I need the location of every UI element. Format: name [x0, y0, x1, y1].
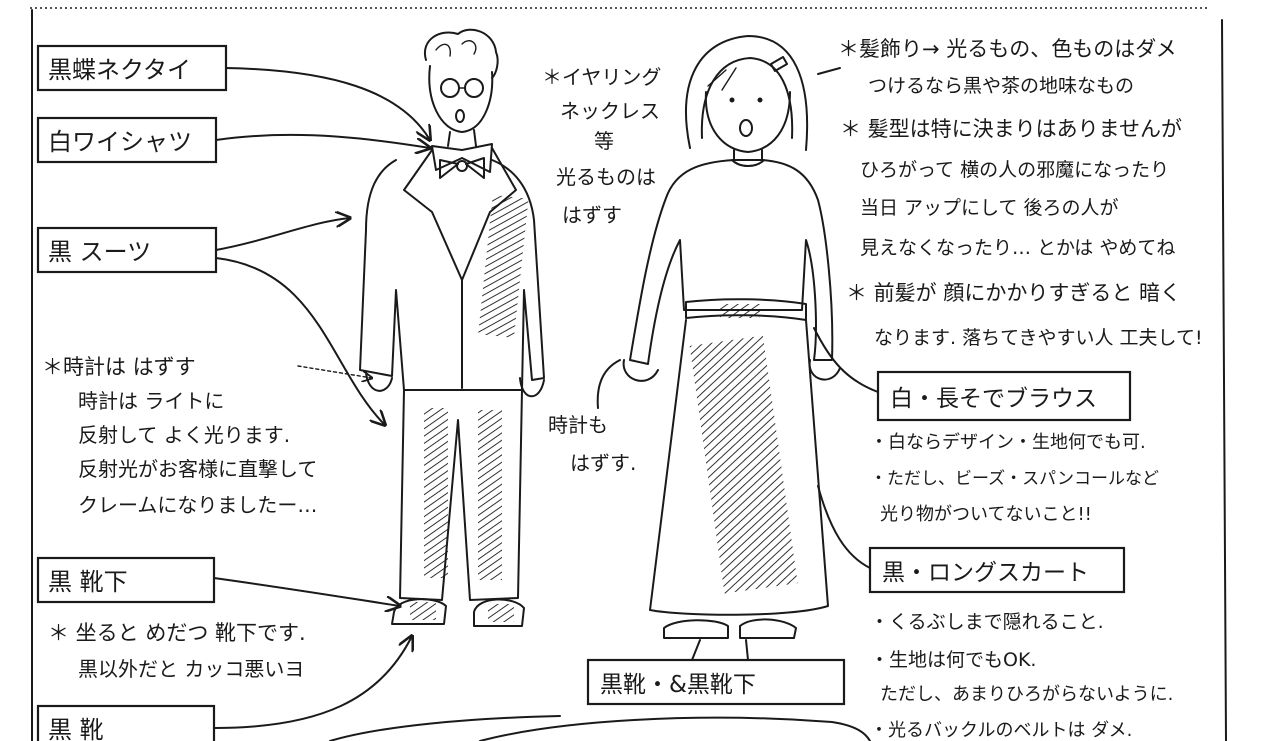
- svg-text:つけるなら黒や茶の地味なもの: つけるなら黒や茶の地味なもの: [868, 75, 1134, 97]
- svg-text:はずす.: はずす.: [570, 451, 636, 475]
- svg-text:はずす: はずす: [562, 203, 622, 227]
- svg-text:反射して よく光ります.: 反射して よく光ります.: [78, 423, 290, 447]
- woman-figure: [622, 35, 841, 639]
- svg-text:黒・ロングスカート: 黒・ロングスカート: [882, 560, 1089, 586]
- svg-text:＊ 前髪が 顔にかかりすぎると 暗く: ＊ 前髪が 顔にかかりすぎると 暗く: [846, 281, 1181, 305]
- svg-text:黒 靴: 黒 靴: [48, 716, 104, 741]
- bottom-curve-left: [329, 715, 561, 741]
- svg-text:光り物がついてないこと!!: 光り物がついてないこと!!: [880, 504, 1092, 525]
- svg-text:・ただし、ビーズ・スパンコールなど: ・ただし、ビーズ・スパンコールなど: [870, 469, 1159, 489]
- svg-text:黒蝶ネクタイ: 黒蝶ネクタイ: [48, 56, 191, 84]
- svg-text:＊イヤリング: ＊イヤリング: [542, 65, 661, 89]
- svg-text:ネックレス: ネックレス: [560, 99, 660, 123]
- svg-text:・くるぶしまで隠れること.: ・くるぶしまで隠れること.: [870, 611, 1104, 633]
- svg-text:クレームになりましたー…: クレームになりましたー…: [78, 493, 317, 517]
- earrings-note: ＊イヤリング ネックレス 等 光るものは はずす: [542, 65, 661, 227]
- svg-text:反射光がお客様に直撃して: 反射光がお客様に直撃して: [78, 457, 317, 481]
- svg-text:・光るバックルのベルトは ダメ.: ・光るバックルのベルトは ダメ.: [870, 720, 1132, 741]
- svg-text:・生地は何でもOK.: ・生地は何でもOK.: [870, 649, 1036, 671]
- svg-text:＊ 坐ると めだつ 靴下です.: ＊ 坐ると めだつ 靴下です.: [48, 621, 306, 645]
- svg-text:黒 靴下: 黒 靴下: [48, 568, 128, 596]
- svg-text:白・長そでブラウス: 白・長そでブラウス: [890, 386, 1097, 412]
- label-black-bowtie: 黒蝶ネクタイ: [36, 44, 228, 92]
- svg-text:当日 アップにして 後ろの人が: 当日 アップにして 後ろの人が: [860, 197, 1119, 219]
- svg-text:時計も: 時計も: [548, 413, 608, 437]
- svg-text:＊ 髪型は特に決まりはありませんが: ＊ 髪型は特に決まりはありませんが: [840, 117, 1182, 141]
- svg-text:黒以外だと カッコ悪いヨ: 黒以外だと カッコ悪いヨ: [78, 657, 304, 681]
- svg-text:＊髪飾り→ 光るもの、色ものはダメ: ＊髪飾り→ 光るもの、色ものはダメ: [838, 37, 1177, 61]
- right-border: [1221, 19, 1227, 741]
- skirt-note: ・くるぶしまで隠れること. ・生地は何でもOK. ただし、あまりひろがらないよう…: [870, 611, 1173, 741]
- svg-text:なります. 落ちてきやすい人 工夫して!: なります. 落ちてきやすい人 工夫して!: [874, 327, 1203, 349]
- left-arrows: [213, 67, 430, 729]
- svg-text:ただし、あまりひろがらないように.: ただし、あまりひろがらないように.: [880, 684, 1173, 705]
- bottom-curve-right: [479, 716, 871, 741]
- svg-text:見えなくなったり… とかは やめてね: 見えなくなったり… とかは やめてね: [860, 237, 1175, 259]
- svg-text:＊時計は はずす: ＊時計は はずす: [42, 355, 196, 379]
- label-black-socks: 黒 靴下: [36, 556, 216, 604]
- blouse-note: ・白ならデザイン・生地何でも可. ・ただし、ビーズ・スパンコールなど 光り物がつ…: [870, 432, 1159, 525]
- watch-note-women: 時計も はずす.: [548, 359, 636, 475]
- label-blouse: 白・長そでブラウス: [813, 327, 1132, 422]
- hair-note: ＊髪飾り→ 光るもの、色ものはダメ つけるなら黒や茶の地味なもの ＊ 髪型は特に…: [817, 37, 1203, 349]
- label-black-suit: 黒 スーツ: [36, 226, 218, 274]
- label-women-shoes: 黒靴・&黒靴下: [586, 639, 846, 706]
- socks-note: ＊ 坐ると めだつ 靴下です. 黒以外だと カッコ悪いヨ: [48, 621, 306, 681]
- svg-text:ひろがって 横の人の邪魔になったり: ひろがって 横の人の邪魔になったり: [860, 159, 1169, 181]
- svg-text:黒靴・&黒靴下: 黒靴・&黒靴下: [600, 672, 756, 698]
- man-figure: [359, 28, 545, 627]
- label-white-shirt: 白ワイシャツ: [36, 116, 218, 164]
- svg-text:黒 スーツ: 黒 スーツ: [48, 238, 151, 266]
- watch-note-men: ＊時計は はずす 時計は ライトに 反射して よく光ります. 反射光がお客様に直…: [42, 355, 317, 517]
- svg-text:・白ならデザイン・生地何でも可.: ・白ならデザイン・生地何でも可.: [870, 432, 1146, 453]
- svg-text:白ワイシャツ: 白ワイシャツ: [48, 128, 192, 156]
- svg-text:光るものは: 光るものは: [556, 165, 656, 189]
- label-skirt: 黒・ロングスカート: [817, 485, 1126, 594]
- svg-text:時計は ライトに: 時計は ライトに: [78, 389, 224, 413]
- svg-text:等: 等: [594, 129, 614, 153]
- label-black-shoes: 黒 靴: [36, 704, 216, 741]
